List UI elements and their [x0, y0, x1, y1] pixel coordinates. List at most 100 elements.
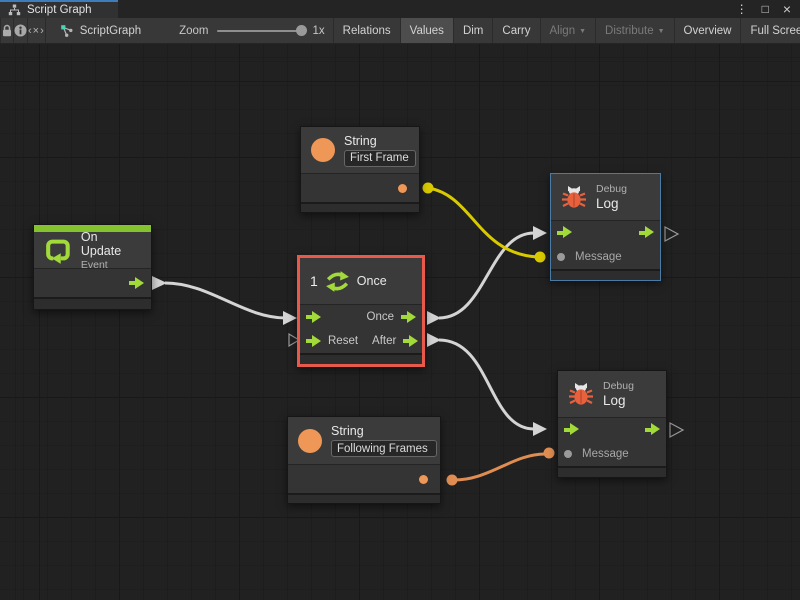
node-header: Debug Log [551, 174, 660, 220]
graph-toolbar: ‹×› ScriptGraph Zoom 1x Relations Values… [0, 18, 800, 44]
dim-button[interactable]: Dim [452, 18, 492, 43]
full-screen-button[interactable]: Full Screen [740, 18, 800, 43]
chevron-down-icon: ▼ [579, 28, 587, 35]
breadcrumb-empty-icon: ‹×› [28, 24, 45, 37]
wire-string-following-to-message[interactable] [446, 447, 555, 486]
node-title: On Update [80, 229, 122, 258]
port-row-flow [551, 221, 660, 244]
lock-icon [3, 24, 11, 37]
info-button[interactable] [14, 18, 28, 43]
node-string-following[interactable]: String [287, 416, 441, 504]
once-reset-inlet-triangle[interactable] [288, 332, 301, 348]
bug-icon [569, 382, 593, 405]
node-title: String [331, 424, 364, 438]
event-accent-bar [34, 225, 151, 232]
node-header: String [288, 417, 440, 464]
tab-title: Script Graph [27, 4, 92, 16]
node-ports [288, 464, 440, 493]
graph-canvas[interactable]: String On Update Event [0, 44, 800, 600]
flow-output-port[interactable] [129, 276, 144, 290]
node-ports [301, 173, 419, 202]
string-value-input[interactable] [331, 440, 437, 457]
debuglog-top-outlet-triangle[interactable] [664, 225, 680, 243]
string-type-icon [298, 428, 322, 453]
string-output-port[interactable] [398, 183, 407, 193]
distribute-button[interactable]: Distribute▼ [595, 18, 674, 43]
carry-button[interactable]: Carry [492, 18, 539, 43]
debuglog-bottom-outlet-triangle[interactable] [669, 421, 685, 439]
node-header: On Update Event [34, 229, 151, 271]
node-footer [301, 202, 419, 212]
tab-script-graph[interactable]: Script Graph [0, 0, 118, 18]
lock-button[interactable] [1, 18, 14, 43]
breadcrumb[interactable]: ‹×› [28, 18, 46, 43]
node-string-first[interactable]: String [300, 126, 420, 213]
node-ports: Message [558, 417, 666, 466]
node-footer [558, 466, 666, 477]
node-title: String [344, 133, 377, 148]
toolbar-buttons: Relations Values Dim Carry Align▼ Distri… [332, 18, 800, 43]
toolbar-spacer [0, 18, 1, 43]
window-menu-icon[interactable]: ⋮ [735, 2, 748, 16]
node-ports [34, 268, 151, 297]
maximize-icon[interactable]: □ [761, 2, 769, 16]
node-debug-log-bottom[interactable]: Debug Log Message [557, 370, 667, 478]
port-row-reset-after: Reset After [300, 329, 422, 353]
graph-name: ScriptGraph [46, 18, 153, 43]
node-on-update[interactable]: On Update Event [33, 224, 152, 310]
align-button[interactable]: Align▼ [539, 18, 596, 43]
node-title: Log [603, 393, 626, 408]
port-label-reset: Reset [328, 335, 359, 347]
flow-input-port[interactable] [557, 226, 572, 239]
node-header: Debug Log [558, 371, 666, 417]
string-value-input[interactable] [344, 149, 416, 167]
message-input-port[interactable] [557, 252, 565, 261]
port-label-after: After [372, 335, 397, 347]
wire-once-to-debuglog-bottom[interactable] [427, 333, 547, 436]
flow-output-once[interactable] [401, 310, 416, 324]
cycle-icon [325, 270, 349, 292]
flow-input-reset[interactable] [306, 334, 321, 348]
node-footer [288, 493, 440, 503]
zoom-slider-handle[interactable] [295, 25, 307, 36]
port-label-message: Message [582, 447, 629, 460]
node-ports: Message [551, 220, 660, 269]
flow-output-port[interactable] [645, 423, 660, 436]
wire-layer [152, 182, 685, 486]
info-icon [14, 24, 27, 37]
zoom-control: Zoom 1x [153, 18, 333, 43]
node-once[interactable]: 1 Once Once Reset [297, 255, 425, 367]
wire-once-to-debuglog-top[interactable] [427, 226, 547, 325]
flow-input-port[interactable] [306, 310, 321, 324]
node-header: 1 Once [300, 258, 422, 304]
flow-input-port[interactable] [564, 423, 579, 436]
close-icon[interactable]: × [782, 1, 791, 17]
zoom-value: 1x [312, 24, 325, 37]
node-title: Once [356, 274, 387, 288]
values-button[interactable]: Values [399, 18, 453, 43]
unit-count-badge: 1 [310, 273, 318, 289]
zoom-slider[interactable] [216, 25, 307, 36]
port-label-message: Message [575, 250, 622, 263]
port-row-message: Message [558, 441, 666, 466]
relations-button[interactable]: Relations [332, 18, 400, 43]
string-output-port[interactable] [419, 474, 428, 484]
graph-tree-icon [8, 4, 21, 16]
port-row-message: Message [551, 244, 660, 269]
message-input-port[interactable] [564, 449, 572, 458]
flow-output-port[interactable] [639, 226, 654, 239]
wire-onupdate-to-once[interactable] [152, 276, 297, 325]
node-header: String [301, 127, 419, 173]
overview-button[interactable]: Overview [673, 18, 741, 43]
script-graph-icon [60, 24, 73, 37]
tab-strip: Script Graph ⋮ □ × [0, 0, 800, 18]
wire-string-first-to-message[interactable] [422, 182, 546, 263]
port-row-once: Once [300, 305, 422, 329]
node-debug-log-top[interactable]: Debug Log Message [550, 173, 661, 281]
port-row-flow [558, 418, 666, 441]
update-loop-icon [46, 239, 70, 264]
flow-output-after[interactable] [403, 334, 419, 348]
node-kind: Debug [596, 183, 627, 195]
node-footer [34, 297, 151, 309]
